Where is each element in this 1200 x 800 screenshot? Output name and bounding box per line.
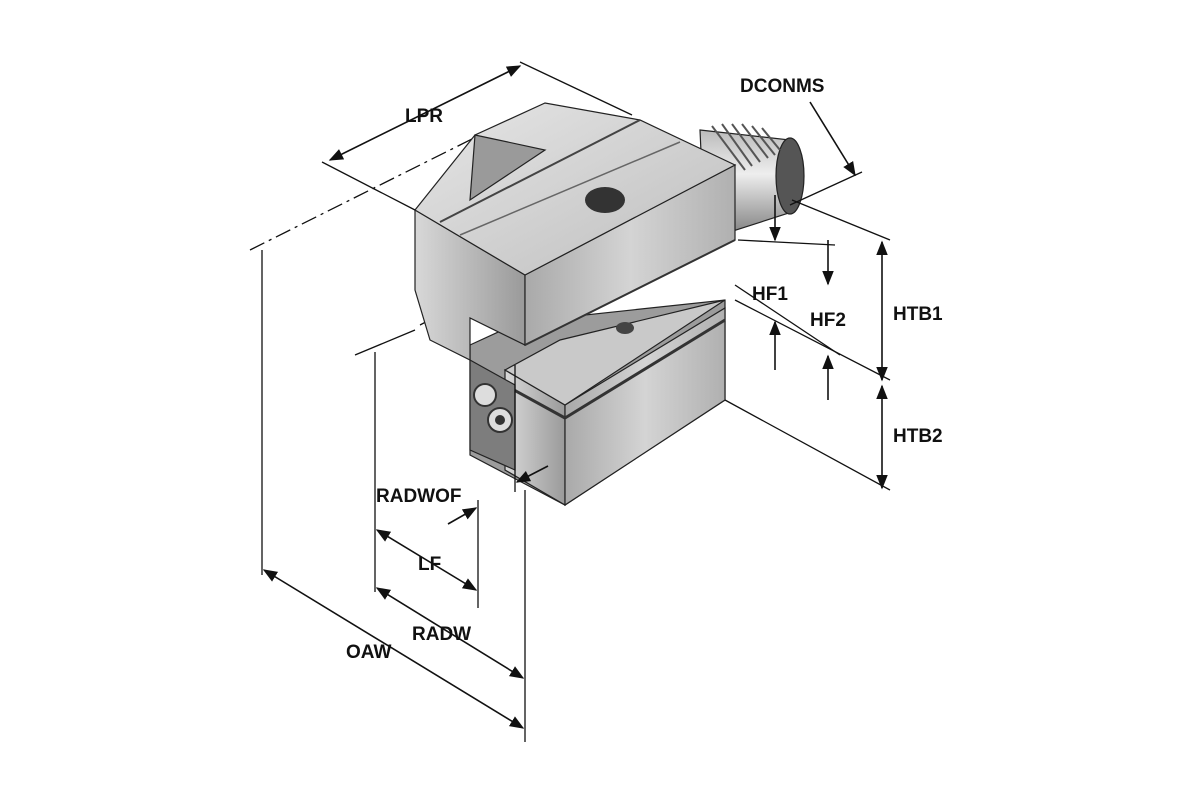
bolt-hole — [585, 187, 625, 213]
label-hf2: HF2 — [810, 310, 846, 331]
coolant-screw — [473, 383, 497, 407]
label-oaw: OAW — [346, 642, 391, 663]
label-htb1: HTB1 — [893, 304, 943, 325]
label-dconms: DCONMS — [740, 76, 824, 97]
lower-block — [469, 299, 726, 507]
dimension-lines — [262, 65, 888, 729]
dimension-labels: LPR DCONMS HF1 HF2 HTB1 HTB2 RADWOF LF R… — [346, 76, 943, 663]
label-radw: RADW — [412, 624, 471, 645]
label-lf: LF — [418, 554, 441, 575]
label-hf1: HF1 — [752, 284, 788, 305]
label-htb2: HTB2 — [893, 426, 943, 447]
label-lpr: LPR — [405, 106, 443, 127]
shank-cylinder — [699, 123, 805, 241]
extension-lines — [261, 61, 891, 742]
label-radwof: RADWOF — [376, 486, 461, 507]
